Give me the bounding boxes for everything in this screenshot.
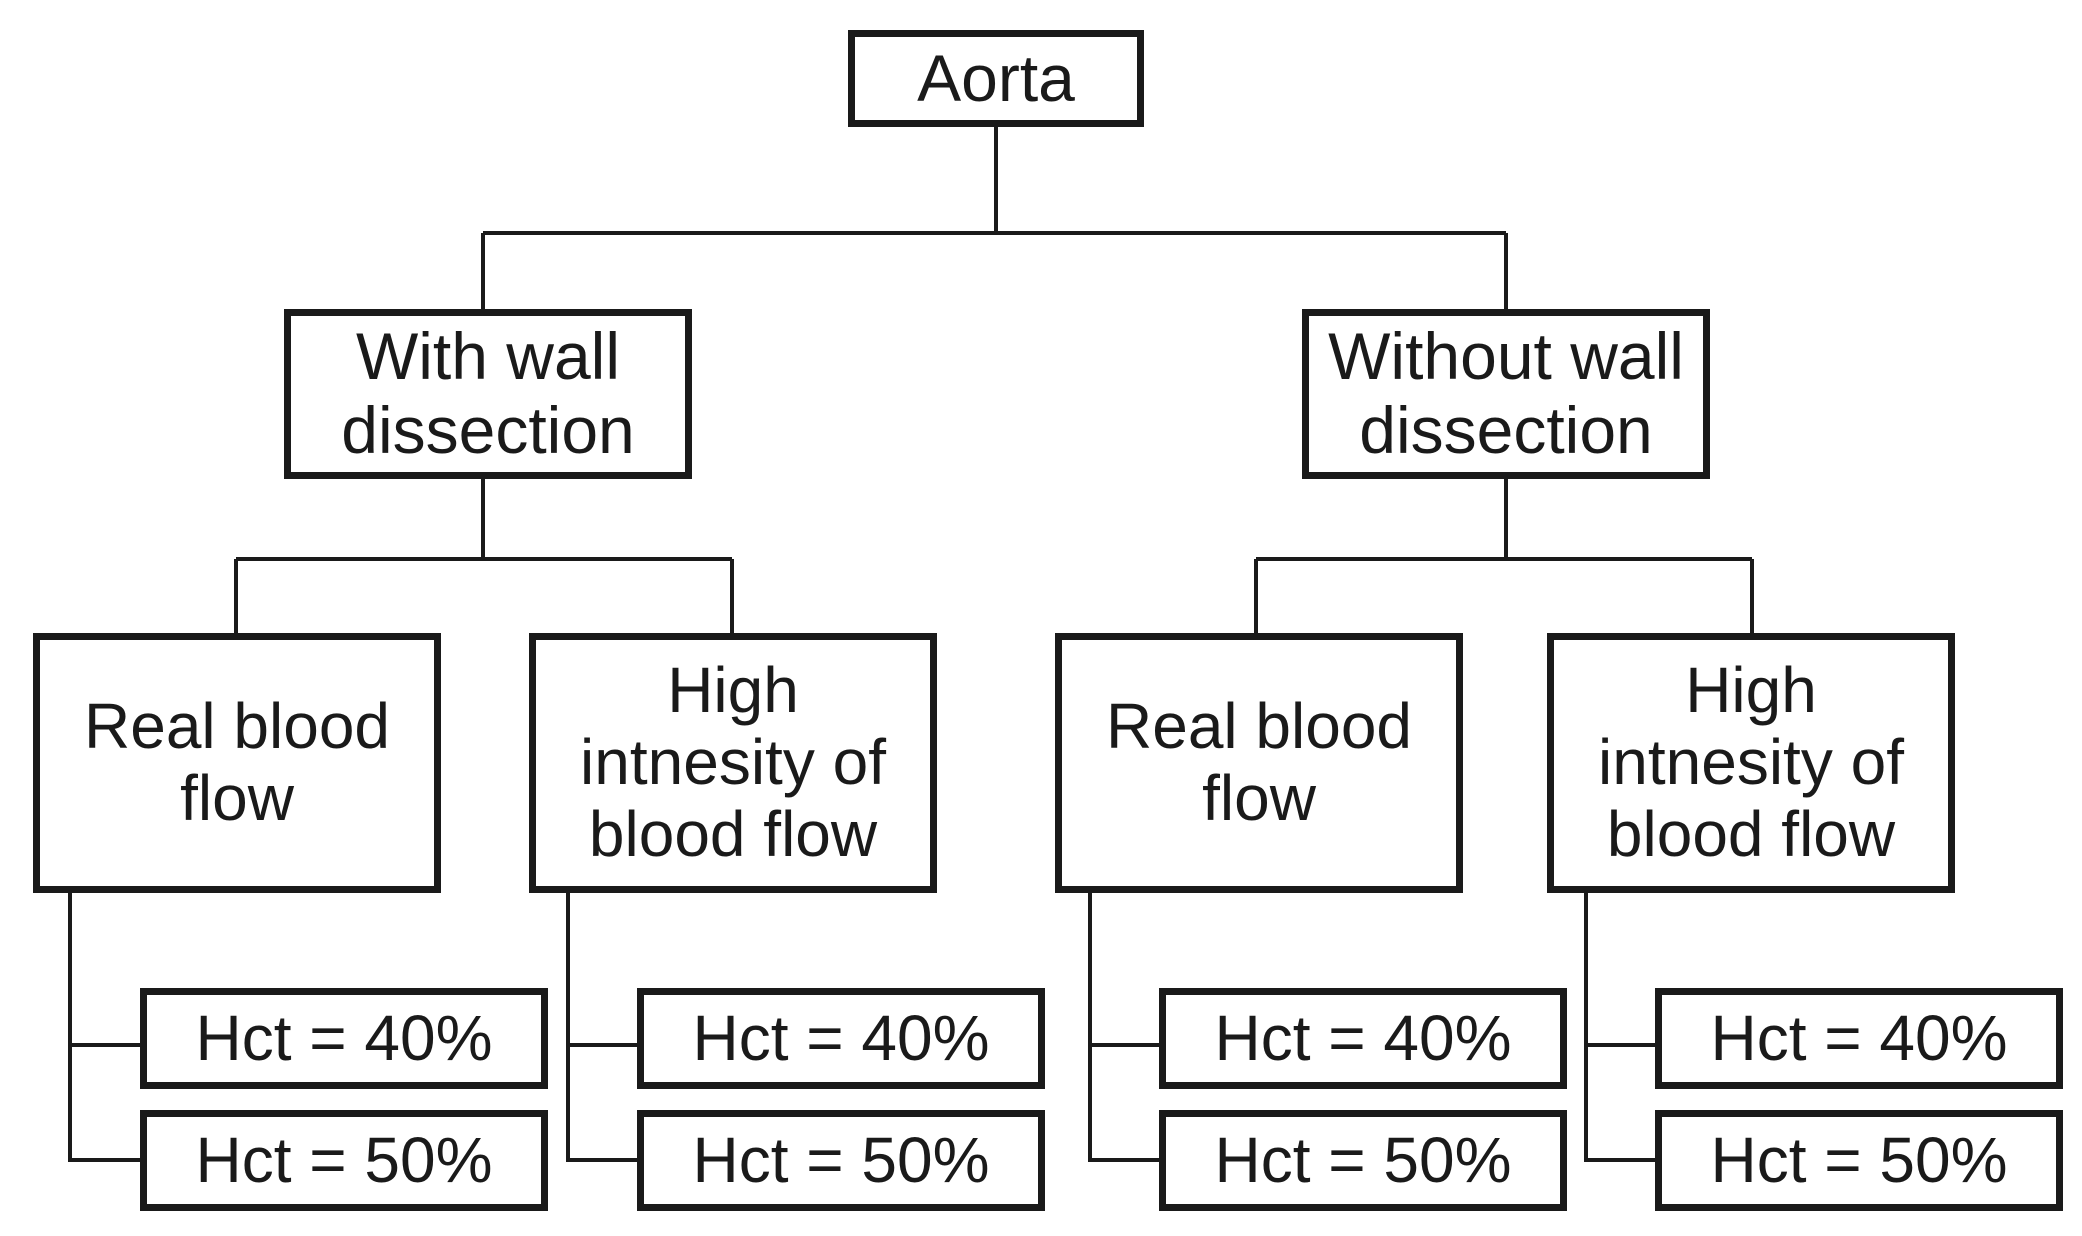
hct-node-label: Hct = 40% <box>195 1001 493 1074</box>
branch-node-label: With wall dissection <box>341 319 635 467</box>
root-node-aorta: Aorta <box>848 30 1144 127</box>
flow-node-high-intensity: High intnesity of blood flow <box>529 633 937 893</box>
hct-node-40: Hct = 40% <box>637 988 1045 1089</box>
hct-node-label: Hct = 40% <box>692 1001 990 1074</box>
root-node-label: Aorta <box>917 40 1075 115</box>
hct-node-label: Hct = 50% <box>195 1123 493 1196</box>
flow-node-label: Real blood flow <box>1106 690 1412 834</box>
connector-flow-1-1-hct <box>1584 893 1655 1162</box>
hct-node-40: Hct = 40% <box>140 988 548 1089</box>
hct-node-label: Hct = 40% <box>1710 1001 2008 1074</box>
branch-node-with-wall-dissection: With wall dissection <box>284 309 692 479</box>
flow-node-label: High intnesity of blood flow <box>1598 654 1904 870</box>
hct-node-50: Hct = 50% <box>1655 1110 2063 1211</box>
flow-node-high-intensity: High intnesity of blood flow <box>1547 633 1955 893</box>
hct-node-50: Hct = 50% <box>637 1110 1045 1211</box>
branch-node-without-wall-dissection: Without wall dissection <box>1302 309 1710 479</box>
hct-node-50: Hct = 50% <box>140 1110 548 1211</box>
hct-node-40: Hct = 40% <box>1655 988 2063 1089</box>
flow-node-label: High intnesity of blood flow <box>580 654 886 870</box>
flow-node-real-blood-flow: Real blood flow <box>33 633 441 893</box>
flow-node-label: Real blood flow <box>84 690 390 834</box>
hct-node-label: Hct = 50% <box>1710 1123 2008 1196</box>
hct-node-50: Hct = 50% <box>1159 1110 1567 1211</box>
hct-node-label: Hct = 40% <box>1214 1001 1512 1074</box>
branch-node-label: Without wall dissection <box>1328 319 1684 467</box>
hct-node-40: Hct = 40% <box>1159 988 1567 1089</box>
flow-node-real-blood-flow: Real blood flow <box>1055 633 1463 893</box>
connector-flow-0-1-hct <box>566 893 637 1162</box>
hct-node-label: Hct = 50% <box>692 1123 990 1196</box>
connector-flow-1-0-hct <box>1088 893 1159 1162</box>
hct-node-label: Hct = 50% <box>1214 1123 1512 1196</box>
connector-flow-0-0-hct <box>68 893 140 1162</box>
